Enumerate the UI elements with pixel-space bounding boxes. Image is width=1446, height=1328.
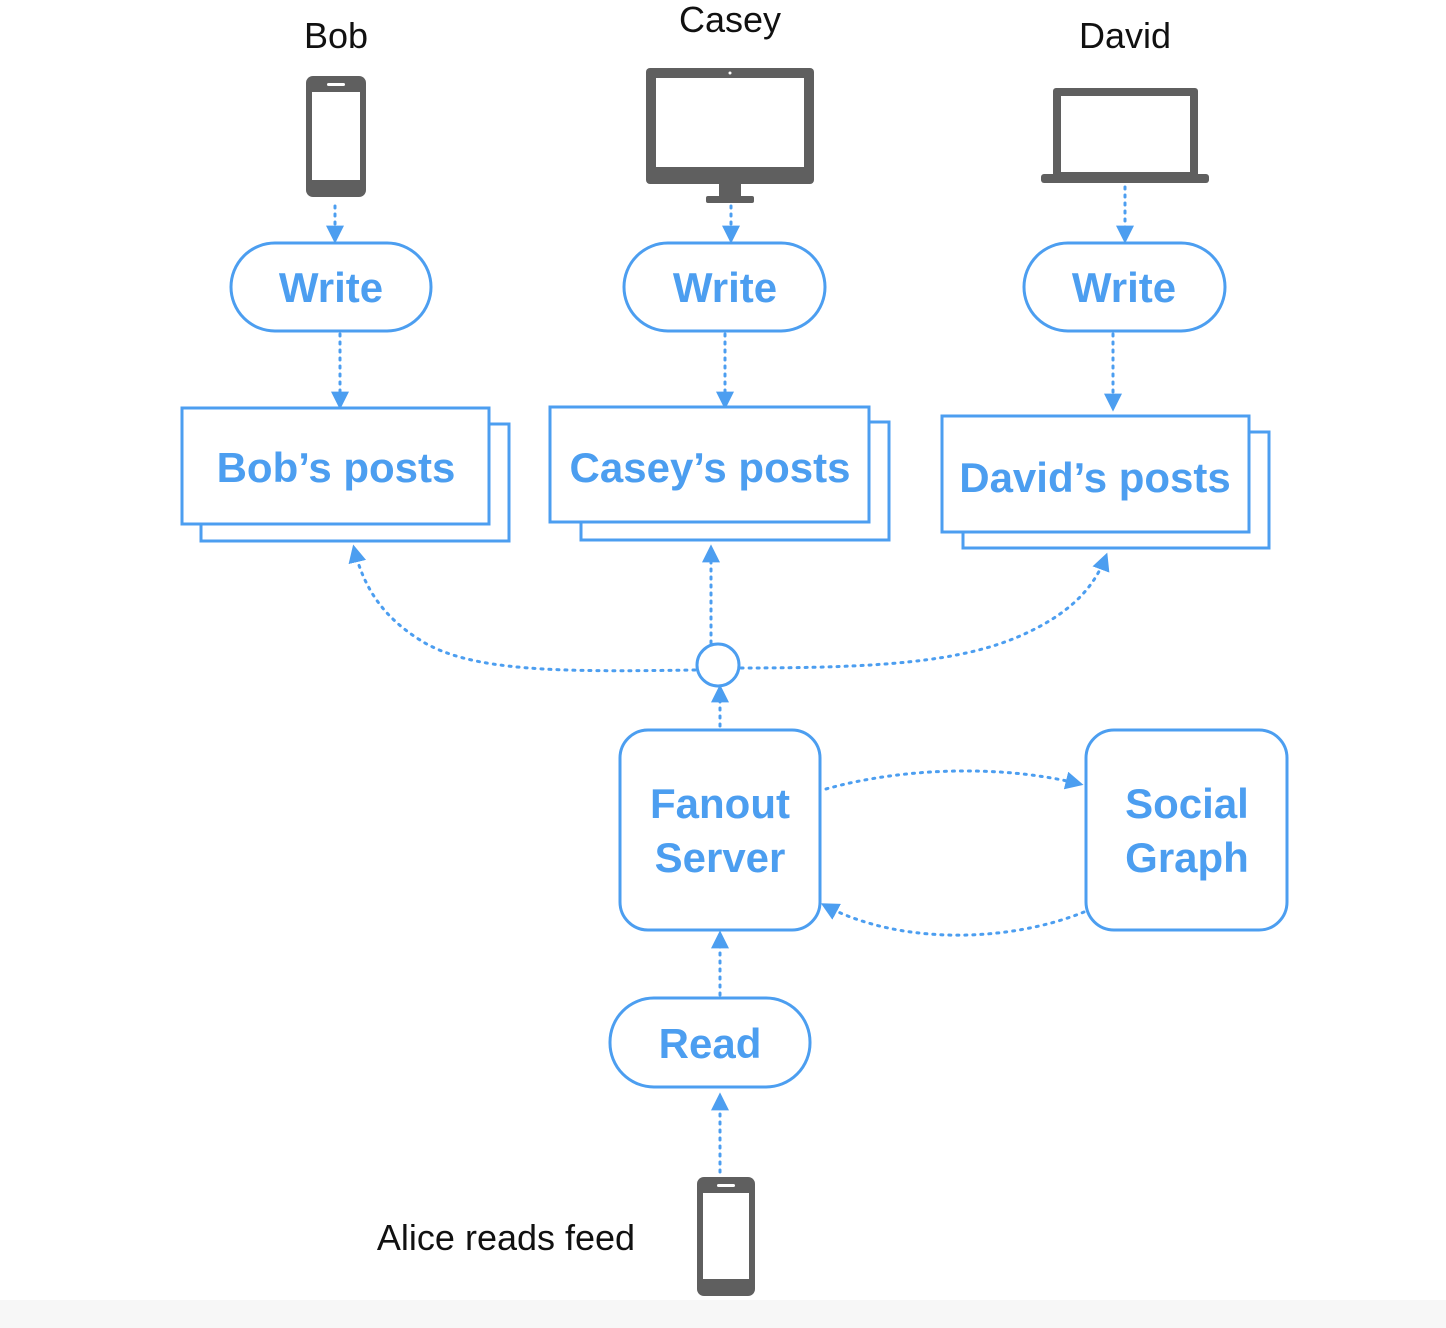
phone-icon [306,76,366,197]
casey-write-label: Write [673,264,777,311]
read-label: Read [659,1020,762,1067]
fanout-label-line1: Fanout [650,780,790,827]
fanout-junction [695,642,741,688]
casey-posts-label: Casey’s posts [570,444,851,491]
casey-posts-node: Casey’s posts [548,405,891,542]
social-label-line2: Graph [1125,834,1249,881]
fanout-server-node: Fanout Server [618,728,822,932]
phone-icon [697,1177,755,1296]
arrow-social-graph-to-fanout [820,903,1086,937]
arrow-junction-to-bob-posts [348,544,697,673]
bob-posts-label: Bob’s posts [217,444,456,491]
david-posts-label: David’s posts [959,454,1231,501]
arrow-junction-to-david-posts [739,552,1110,670]
alice-label: Alice reads feed [377,1217,635,1258]
social-graph-node: Social Graph [1084,728,1289,932]
read-node: Read [608,996,812,1089]
bottom-strip [0,1300,1446,1328]
monitor-icon [646,68,814,203]
fanout-label-line2: Server [655,834,786,881]
david-write-label: Write [1072,264,1176,311]
social-label-line1: Social [1125,780,1249,827]
bob-write-node: Write [229,241,433,333]
user-label-david: David [1079,15,1171,56]
user-label-bob: Bob [304,15,368,56]
david-posts-node: David’s posts [940,414,1271,550]
laptop-icon [1041,88,1209,183]
user-label-casey: Casey [679,0,781,40]
casey-write-node: Write [622,241,827,333]
arrow-fanout-to-social-graph [824,769,1084,791]
bob-posts-node: Bob’s posts [180,406,511,543]
bob-write-label: Write [279,264,383,311]
david-write-node: Write [1022,241,1227,333]
